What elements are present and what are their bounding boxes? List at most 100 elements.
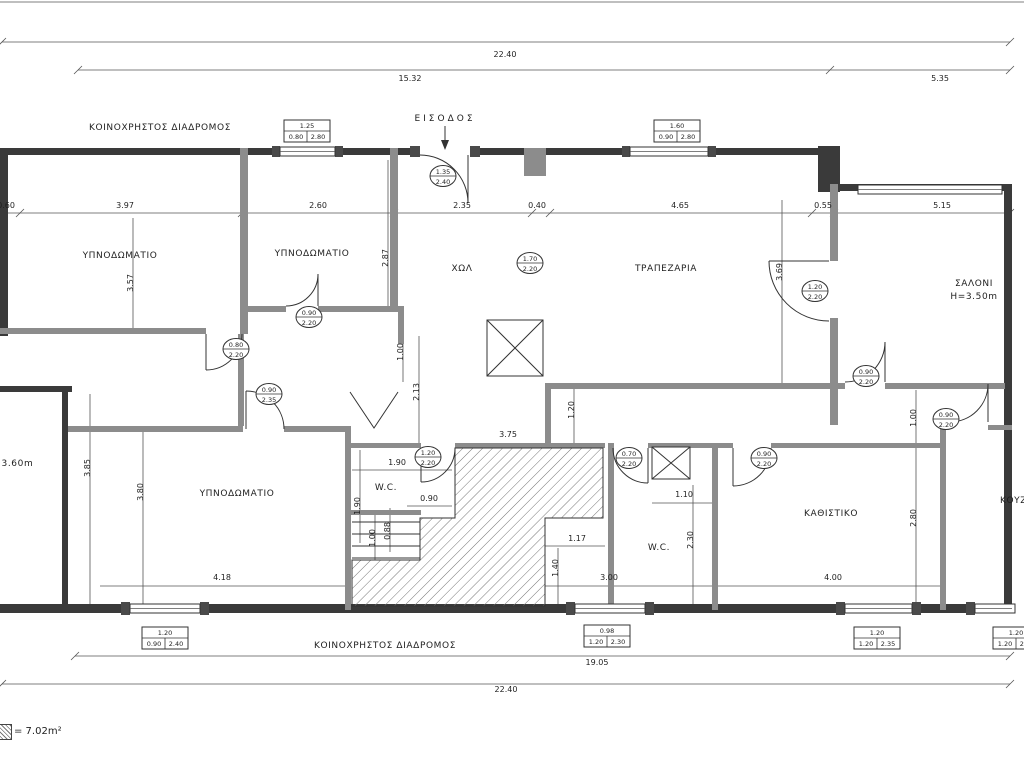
walls-interior	[0, 148, 1012, 610]
dim-label: 1.10	[675, 490, 693, 499]
room-label-corridor-top: ΚΟΙΝΟΧΡΗΣΤΟΣ ΔΙΑΔΡΟΜΟΣ	[89, 123, 231, 133]
svg-text:1.60: 1.60	[670, 122, 684, 130]
dim-label: 5.35	[931, 74, 949, 83]
dim-label-vertical: 1.40	[551, 559, 560, 577]
svg-text:0.90: 0.90	[859, 368, 873, 376]
svg-text:1.20: 1.20	[158, 629, 172, 637]
room-label-hall: ΧΩΛ	[452, 264, 473, 274]
dim-label: 19.05	[586, 658, 609, 667]
dim-label: 22.40	[494, 50, 517, 59]
svg-text:2.20: 2.20	[859, 378, 873, 386]
door-size-tag: 1.352.40	[429, 165, 457, 187]
svg-text:0.70: 0.70	[622, 450, 636, 458]
svg-text:2.40: 2.40	[169, 640, 183, 648]
dim-label-vertical: 3.80	[136, 483, 145, 501]
room-label-corridor-bottom: ΚΟΙΝΟΧΡΗΣΤΟΣ ΔΙΑΔΡΟΜΟΣ	[314, 641, 456, 651]
svg-text:0.90: 0.90	[757, 450, 771, 458]
room-label-kitchen: ΚΟΥΖΙΝΑ	[1000, 496, 1024, 506]
svg-text:2.20: 2.20	[757, 460, 771, 468]
door-size-tag: 1.70 2.20	[516, 252, 544, 274]
door-size-tag: 0.90 2.20	[750, 447, 778, 469]
door-size-tag: 0.902.20	[932, 408, 960, 430]
room-label-living: ΣΑΛΟΝΙ	[955, 279, 993, 289]
svg-text:2.35: 2.35	[881, 640, 895, 648]
room-label-bedroom-2: ΥΠΝΟΔΩΜΑΤΙΟ	[274, 249, 350, 259]
dim-label: 4.18	[213, 573, 231, 582]
area-note-swatch	[0, 724, 12, 740]
svg-text:0.80: 0.80	[289, 133, 303, 141]
svg-text:0.90: 0.90	[659, 133, 673, 141]
dim-label: 3.00	[600, 573, 618, 582]
dimension-labels-horizontal: 22.4015.325.350.603.972.602.350.404.650.…	[0, 50, 951, 694]
door-size-tag: 0.702.20	[615, 447, 643, 469]
dim-label-vertical: 1.20	[567, 401, 576, 419]
svg-text:2.80: 2.80	[681, 133, 695, 141]
windows	[129, 146, 1016, 614]
dim-label: 5.15	[933, 201, 951, 210]
svg-text:0.80: 0.80	[229, 341, 243, 349]
dim-label-vertical: 3.57	[126, 274, 135, 292]
svg-text:1.20: 1.20	[998, 640, 1012, 648]
dim-label-vertical: 0.88	[383, 522, 392, 540]
door-size-tag: 0.802.20	[222, 338, 250, 360]
window-size-tag: 1.25 0.80 2.80	[283, 119, 331, 143]
dim-label: 1.17	[568, 534, 586, 543]
room-label-wc-1: W.C.	[375, 483, 397, 493]
svg-text:2.35: 2.35	[1020, 640, 1024, 648]
door-size-tag: 1.20 2.20	[414, 446, 442, 468]
room-label-bedroom-1: ΥΠΝΟΔΩΜΑΤΙΟ	[82, 251, 158, 261]
columns	[121, 146, 975, 615]
dim-label: 1.90	[388, 458, 406, 467]
entrance-arrow	[441, 126, 449, 150]
svg-text:1.20: 1.20	[859, 640, 873, 648]
dim-label: 2.60	[309, 201, 327, 210]
dim-label-vertical: 2.30	[686, 531, 695, 549]
dim-label: 22.40	[495, 685, 518, 694]
dim-label-vertical: 2.13	[412, 383, 421, 401]
dim-label-vertical: 1.00	[396, 343, 405, 361]
room-labels: ΚΟΙΝΟΧΡΗΣΤΟΣ ΔΙΑΔΡΟΜΟΣ ΕΙΣΟΔΟΣ ΥΠΝΟΔΩΜΑΤΙΟ…	[0, 114, 1024, 651]
svg-text:0.90: 0.90	[262, 386, 276, 394]
dim-label-vertical: 1.00	[909, 409, 918, 427]
svg-text:0.90: 0.90	[302, 309, 316, 317]
svg-text:2.20: 2.20	[939, 421, 953, 429]
dim-label: 0.90	[420, 494, 438, 503]
door-tags: 1.352.401.702.201.202.200.902.200.802.20…	[222, 165, 960, 469]
svg-text:2.20: 2.20	[302, 319, 316, 327]
dim-label-vertical: 1.90	[353, 497, 362, 515]
stair-arrow	[349, 391, 399, 429]
dim-label: 4.00	[824, 573, 842, 582]
dim-label: 3.97	[116, 201, 134, 210]
window-size-tag: 1.201.202.35	[992, 626, 1024, 650]
svg-text:2.40: 2.40	[436, 178, 450, 186]
svg-text:0.90: 0.90	[147, 640, 161, 648]
room-label-wc-2: W.C.	[648, 543, 670, 553]
door-size-tag: 0.90 2.35	[255, 383, 283, 405]
dim-label-vertical: 1.00	[368, 529, 377, 547]
dim-label-vertical: 3.69	[775, 263, 784, 281]
fireplace	[486, 319, 544, 377]
svg-text:2.35: 2.35	[262, 396, 276, 404]
dim-label: 15.32	[399, 74, 422, 83]
door-size-tag: 1.202.20	[801, 280, 829, 302]
svg-text:1.70: 1.70	[523, 255, 537, 263]
dim-label: 0.40	[528, 201, 546, 210]
room-label-bedroom-3: ΥΠΝΟΔΩΜΑΤΙΟ	[199, 489, 275, 499]
door-size-tag: 0.90 2.20	[295, 306, 323, 328]
svg-text:2.80: 2.80	[311, 133, 325, 141]
room-label-dining: ΤΡΑΠΕΖΑΡΙΑ	[634, 264, 697, 274]
room-label-living-height: Η=3.50m	[950, 292, 997, 302]
svg-text:2.20: 2.20	[421, 459, 435, 467]
dim-label-vertical: 2.80	[909, 509, 918, 527]
room-label-entrance: ΕΙΣΟΔΟΣ	[414, 114, 475, 124]
room-label-left-room-height: Η=3.60m	[0, 459, 33, 469]
dim-label: 2.35	[453, 201, 471, 210]
svg-text:1.20: 1.20	[421, 449, 435, 457]
door-size-tag: 0.90 2.20	[852, 365, 880, 387]
svg-text:1.25: 1.25	[300, 122, 314, 130]
svg-text:2.20: 2.20	[523, 265, 537, 273]
svg-text:1.20: 1.20	[589, 638, 603, 646]
